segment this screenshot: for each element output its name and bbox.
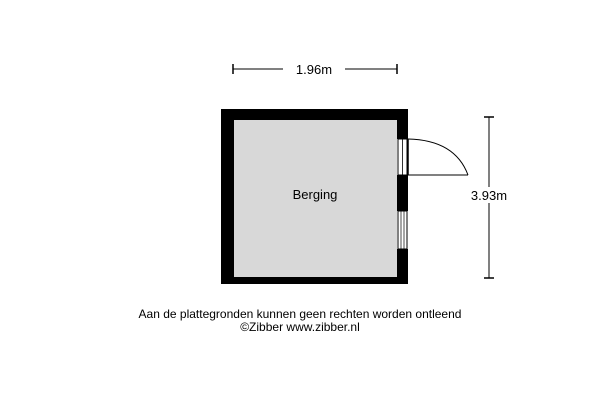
door (397, 138, 469, 176)
width-dimension: 1.96m (232, 61, 398, 77)
door-swing-arc (407, 138, 469, 176)
width-dimension-label: 1.96m (296, 62, 332, 77)
window (397, 210, 408, 250)
height-dimension: 3.93m (460, 116, 518, 279)
room-berging (221, 109, 408, 284)
room-floor (234, 120, 397, 277)
room-label: Berging (293, 187, 338, 202)
height-dimension-label: 3.93m (471, 188, 507, 203)
copyright-text: ©Zibber www.zibber.nl (240, 320, 360, 334)
disclaimer-text: Aan de plattegronden kunnen geen rechten… (138, 307, 462, 321)
